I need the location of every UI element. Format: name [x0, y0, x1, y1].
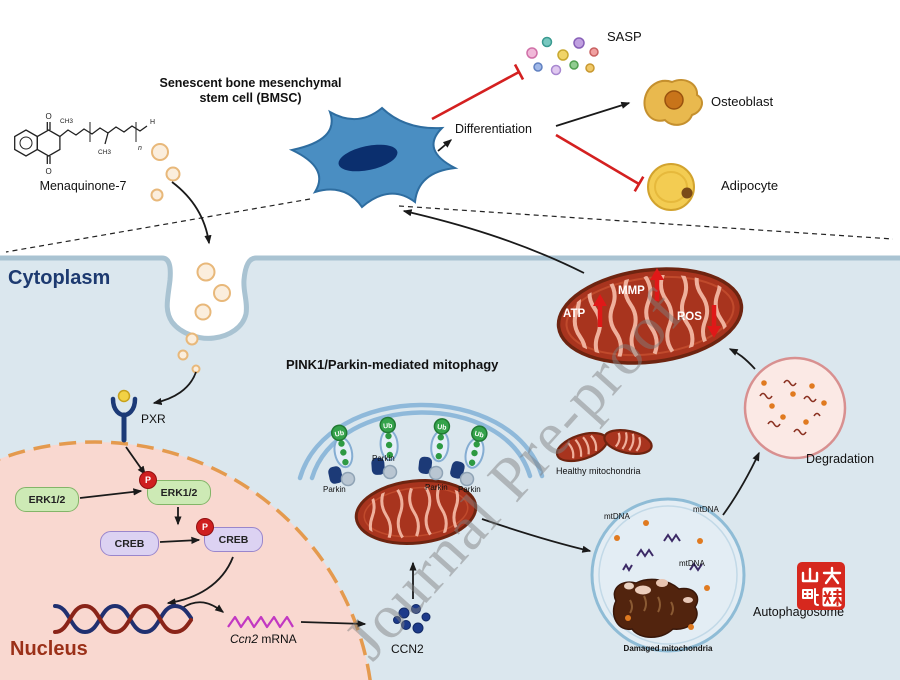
differentiation-label: Differentiation [455, 122, 532, 136]
chem-o-top: O [45, 112, 51, 121]
adipocyte-label: Adipocyte [721, 178, 779, 193]
logo-char-da [822, 566, 842, 585]
chem-o-bottom: O [45, 167, 51, 176]
ccn2-protein-dots [393, 604, 431, 634]
creb-phospho-box: CREB [204, 527, 263, 552]
healthy-mitochondria: Healthy mitochondria [555, 429, 653, 476]
phospho-badge-creb: P [196, 518, 214, 536]
atp-label: ATP [563, 308, 585, 320]
erk-box: ERK1/2 [15, 487, 79, 512]
osteoblast-cell [643, 78, 704, 126]
chem-h: H [150, 119, 155, 126]
senescent-bmsc-cell [288, 106, 459, 209]
chem-ch3-chain: CH3 [98, 149, 111, 156]
damaged-mitochondria-shape [612, 578, 699, 638]
menaquinone7-structure: O O CH3 CH3 n H [14, 112, 155, 176]
plasma-membrane [0, 255, 900, 341]
healthy-mito-label: Healthy mitochondria [556, 466, 641, 476]
sasp-particles [526, 36, 599, 76]
parkin-ub-complex-2: Ub [371, 416, 399, 480]
ubiquitinated-mitochondria [354, 479, 478, 545]
dna-helix [53, 603, 193, 635]
adipocyte-cell [647, 163, 695, 211]
chem-n: n [138, 145, 142, 152]
osteoblast-label: Osteoblast [711, 94, 774, 109]
logo-char-mei [823, 589, 842, 606]
creb-box: CREB [100, 531, 159, 556]
nucleus-shape [0, 440, 372, 680]
zoom-dashed-lines [5, 198, 894, 253]
mitophagy-title: PINK1/Parkin-mediated mitophagy [286, 357, 499, 372]
ub-label: Ub [383, 423, 393, 431]
autophagosome-particles [614, 520, 710, 630]
mk7-vesicles [150, 143, 231, 374]
mtdna-label: mtDNA [604, 512, 630, 521]
ccn2-mrna-label: Ccn2 mRNA [230, 632, 297, 647]
bmsc-label-line1: Senescent bone mesenchymal [159, 76, 342, 90]
sasp-label: SASP [607, 29, 642, 44]
ligand-ball [117, 389, 131, 403]
parkin-label: Parkin [425, 483, 448, 492]
mtdna-label: mtDNA [679, 559, 705, 568]
parkin-label: Parkin [372, 454, 395, 463]
ccn2-mrna-squiggle [227, 615, 294, 629]
mmp-label: MMP [618, 285, 645, 297]
ros-label: ROS [677, 311, 702, 323]
chem-ch3-ring: CH3 [60, 118, 73, 125]
damaged-mito-label: Damaged mitochondria [624, 644, 713, 653]
parkin-ub-complex-3: Ub [418, 418, 451, 481]
sdu-media-logo [797, 562, 845, 610]
phospho-badge-erk: P [139, 471, 157, 489]
degradation-label: Degradation [806, 452, 875, 466]
cell-nucleus [338, 144, 398, 172]
erk-phospho-box: ERK1/2 [147, 480, 211, 505]
mtdna-label: mtDNA [693, 505, 719, 514]
parkin-ub-complex-1: Ub [328, 424, 356, 487]
bmsc-label-line2: stem cell (BMSC) [199, 91, 302, 105]
pxr-label: PXR [141, 412, 166, 426]
autophagosome-vesicle: mtDNA mtDNA mtDNA Damaged mitochondria [590, 497, 746, 653]
nucleus-label: Nucleus [10, 638, 88, 660]
ccn2-gene-name: Ccn2 [230, 632, 259, 646]
pxr-receptor [110, 389, 138, 443]
mrna-suffix: mRNA [258, 632, 297, 646]
menaquinone7-label: Menaquinone-7 [39, 179, 127, 193]
degradation-vesicle [743, 356, 847, 460]
cytoplasm-label: Cytoplasm [8, 267, 111, 289]
ccn2-label: CCN2 [391, 642, 424, 656]
ub-label: Ub [437, 424, 447, 432]
inhibition-lines [431, 63, 645, 192]
restored-mitochondria: ATP MMP ROS [556, 266, 744, 365]
parkin-label: Parkin [458, 485, 481, 494]
ub-label: Ub [474, 431, 485, 440]
logo-char-shan [801, 567, 819, 583]
parkin-ub-complex-4: Ub [450, 425, 488, 487]
mtdna-squiggles [622, 533, 703, 572]
phagophore-membrane [297, 402, 545, 481]
parkin-label: Parkin [323, 485, 346, 494]
ub-label: Ub [334, 430, 345, 439]
logo-char-rong [802, 588, 819, 606]
pathway-arrows [79, 101, 760, 628]
